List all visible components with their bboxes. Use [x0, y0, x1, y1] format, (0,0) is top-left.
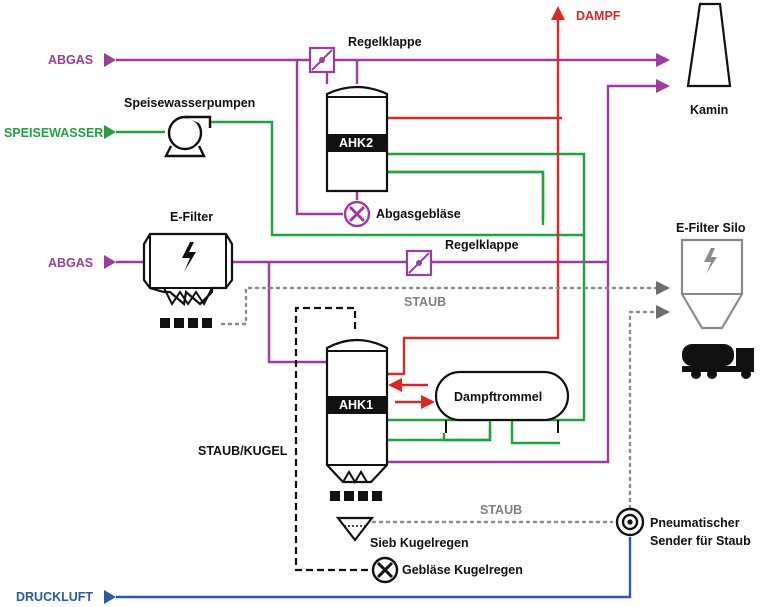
label-ahk2: AHK2 — [339, 136, 373, 150]
flue-gas-arrows — [104, 53, 670, 269]
label-pneumatischer-line2: Sender für Staub — [650, 534, 751, 548]
label-geblaese-kugelregen: Gebläse Kugelregen — [402, 563, 523, 577]
pneumatic-sender-icon[interactable] — [615, 507, 645, 537]
label-ahk1: AHK1 — [339, 398, 373, 412]
dust-arrows — [656, 281, 670, 319]
label-dampftrommel: Dampftrommel — [454, 390, 542, 404]
compressed-air-arrow — [104, 590, 116, 604]
efilter-outlet-blocks — [160, 318, 212, 328]
truck-icon — [682, 344, 754, 379]
label-regelklappe-mid: Regelklappe — [445, 238, 519, 252]
steam-arrows — [388, 6, 565, 409]
efilter-silo[interactable] — [680, 238, 744, 330]
abgasgeblaese-fan-icon[interactable] — [343, 200, 371, 228]
feedwater-lines-3 — [386, 427, 492, 442]
input-speisewasser: SPEISEWASSER — [4, 126, 103, 140]
input-abgas-mid: ABGAS — [48, 256, 93, 270]
geblaese-kugelregen-icon[interactable] — [371, 556, 399, 584]
input-abgas-top: ABGAS — [48, 53, 93, 67]
label-speisewasserpumpen: Speisewasserpumpen — [124, 96, 255, 110]
compressed-air-line — [116, 537, 632, 599]
flow-staub-bottom: STAUB — [480, 503, 522, 517]
output-dampf: DAMPF — [576, 9, 621, 23]
label-abgasgeblaese: Abgasgebläse — [376, 207, 461, 221]
kamin-chimney[interactable] — [686, 2, 732, 88]
label-staub-kugel: STAUB/KUGEL — [198, 444, 288, 458]
dust-lines — [220, 286, 658, 524]
sieb-kugelregen-icon[interactable] — [335, 516, 375, 542]
ball-loop — [294, 306, 373, 572]
label-kamin: Kamin — [690, 103, 728, 117]
label-pneumatischer-line1: Pneumatischer — [650, 516, 740, 530]
dampftrommel-drum[interactable] — [434, 370, 570, 433]
label-efilter: E-Filter — [170, 210, 213, 224]
regelklappe-top-valve[interactable] — [308, 46, 336, 74]
speisewasser-pump-icon[interactable] — [164, 115, 212, 158]
ahk1-outlet-blocks — [330, 491, 382, 501]
ahk2-vessel[interactable] — [325, 85, 389, 193]
regelklappe-mid-valve[interactable] — [405, 249, 433, 277]
label-efilter-silo: E-Filter Silo — [676, 221, 746, 235]
efilter-unit[interactable] — [142, 232, 234, 307]
flow-staub-top: STAUB — [404, 295, 446, 309]
label-sieb-kugelregen: Sieb Kugelregen — [370, 536, 469, 550]
label-regelklappe-top: Regelklappe — [348, 35, 422, 49]
ahk1-vessel[interactable] — [325, 338, 389, 484]
feedwater-arrow — [104, 125, 116, 139]
input-druckluft: DRUCKLUFT — [16, 590, 93, 604]
